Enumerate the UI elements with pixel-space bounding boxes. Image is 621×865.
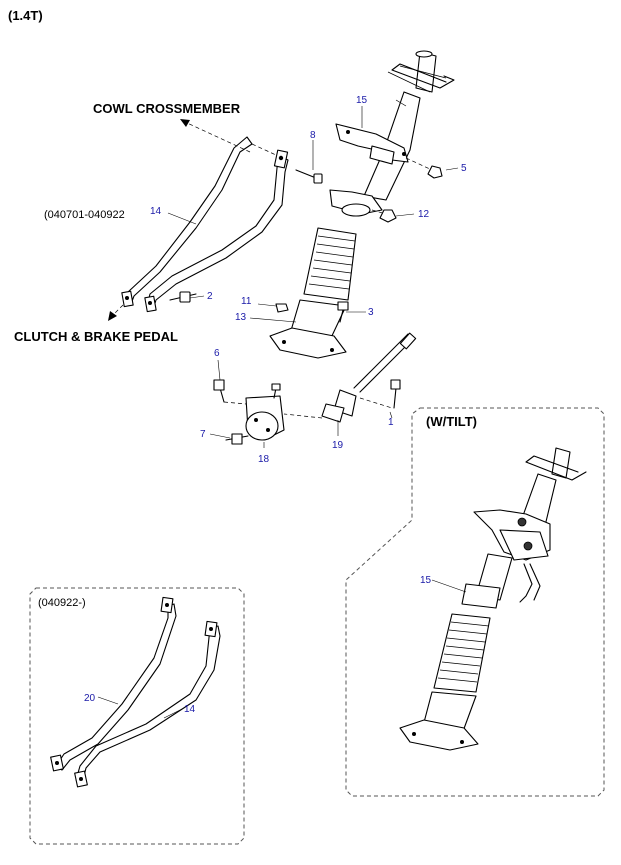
tilt-bellows: [433, 613, 491, 693]
callout-5: 5: [461, 163, 467, 174]
cowl-arrow: [180, 119, 251, 153]
date-range-new-label: (040922-): [38, 597, 86, 609]
clutch-brake-pedal-label: CLUTCH & BRAKE PEDAL: [14, 329, 178, 344]
callout-15-tilt: 15: [420, 575, 432, 586]
callout-11: 11: [241, 296, 252, 307]
callout-8: 8: [310, 130, 316, 141]
nut-5: [405, 157, 443, 179]
callout-14-inset: 14: [184, 704, 196, 715]
steering-column-tilt: [399, 447, 587, 751]
callout-15-main: 15: [356, 95, 368, 106]
variant-label: (1.4T): [8, 8, 43, 23]
steering-gear-unit: [245, 383, 285, 441]
callout-20: 20: [84, 693, 96, 704]
nut-12: [371, 209, 397, 223]
bracket-assembly-lower: [50, 596, 221, 788]
callout-leaders: [97, 106, 467, 719]
callout-19: 19: [332, 440, 344, 451]
callout-numbers: 15 8 5 12 14 2 11 13 3 6 7 18 19 1 15 20…: [84, 95, 467, 715]
callout-7: 7: [200, 429, 206, 440]
bolt-3: [337, 301, 349, 323]
tilt-variant-box: [345, 407, 605, 797]
callout-1: 1: [388, 417, 394, 428]
column-bellows: [303, 227, 357, 301]
callout-14-main: 14: [150, 206, 162, 217]
bolt-1: [390, 379, 401, 409]
inset-variant-box: [29, 587, 245, 845]
bolt-6: [213, 379, 247, 405]
steering-column-main: [269, 50, 455, 359]
intermediate-shaft: [283, 332, 417, 423]
nut-11: [275, 303, 289, 313]
callout-2: 2: [207, 291, 213, 302]
callout-3: 3: [368, 307, 374, 318]
bolt-8: [295, 169, 323, 184]
callout-18: 18: [258, 454, 270, 465]
bracket-assembly-upper: [121, 136, 289, 313]
callout-13: 13: [235, 312, 247, 323]
date-range-old-label: (040701-040922: [44, 209, 125, 221]
bolt-2: [169, 291, 197, 303]
callout-12: 12: [418, 209, 430, 220]
bolt-7: [225, 433, 249, 445]
callout-6: 6: [214, 348, 220, 359]
with-tilt-label: (W/TILT): [426, 414, 477, 429]
cowl-crossmember-label: COWL CROSSMEMBER: [93, 101, 241, 116]
